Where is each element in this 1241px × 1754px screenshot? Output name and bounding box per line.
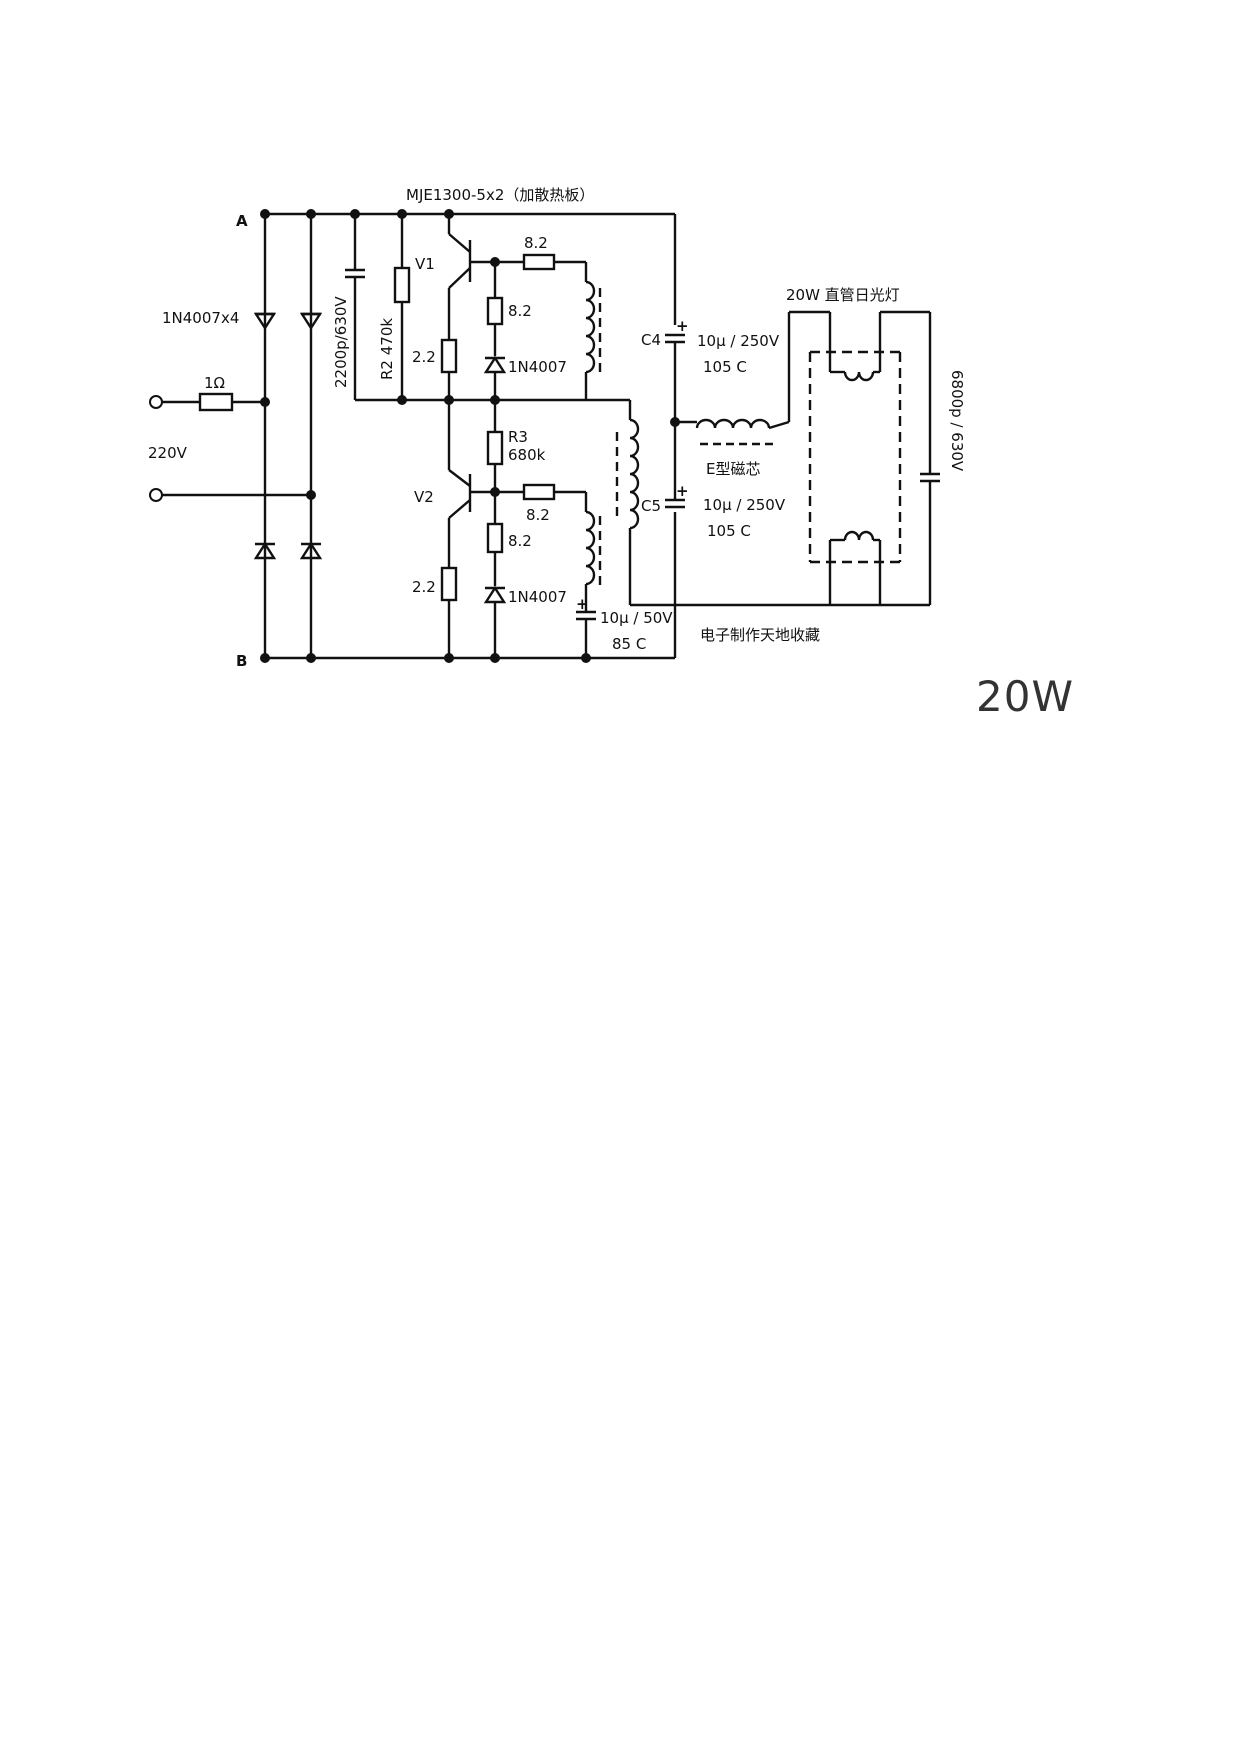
r-bd-bottom-label: 8.2	[508, 532, 532, 550]
caption-text: 20W	[976, 672, 1074, 721]
svg-text:+: +	[676, 317, 689, 335]
r2-label: R2 470k	[378, 318, 396, 380]
c4-label: C4	[641, 331, 661, 349]
transistor-spec-label: MJE1300-5x2（加散热板）	[406, 186, 594, 204]
v1-label: V1	[415, 255, 435, 273]
diode-bottom-label: 1N4007	[508, 588, 567, 606]
c-small-temp-label: 85 C	[612, 635, 646, 653]
c5-temp-label: 105 C	[707, 522, 751, 540]
fuse-resistor-label: 1Ω	[204, 374, 225, 392]
diode-top-label: 1N4007	[508, 358, 567, 376]
svg-text:+: +	[576, 595, 589, 613]
svg-text:+: +	[676, 482, 689, 500]
r-emitter-top-label: 2.2	[412, 348, 436, 366]
c5-value-label: 10μ / 250V	[703, 496, 786, 514]
c-small-value-label: 10μ / 50V	[600, 609, 673, 627]
r3-label: R3	[508, 428, 528, 446]
r-base-bottom-label: 8.2	[526, 506, 550, 524]
r-bd-top-label: 8.2	[508, 302, 532, 320]
r-emitter-bottom-label: 2.2	[412, 578, 436, 596]
c4-value-label: 10μ / 250V	[697, 332, 780, 350]
c4-temp-label: 105 C	[703, 358, 747, 376]
core-label: E型磁芯	[706, 460, 760, 478]
node-b-label: B	[236, 652, 247, 670]
rectifier-label: 1N4007x4	[162, 309, 239, 327]
input-cap-label: 2200p/630V	[332, 296, 350, 388]
watermark-label: 电子制作天地收藏	[700, 626, 820, 644]
c5-label: C5	[641, 497, 661, 515]
v2-label: V2	[414, 488, 434, 506]
r3-value-label: 680k	[508, 446, 546, 464]
input-voltage-label: 220V	[148, 444, 188, 462]
node-a-label: A	[236, 212, 248, 230]
lamp-label: 20W 直管日光灯	[786, 286, 900, 304]
r-base-top-label: 8.2	[524, 234, 548, 252]
lamp-cap-label: 6800p / 630V	[948, 370, 966, 472]
